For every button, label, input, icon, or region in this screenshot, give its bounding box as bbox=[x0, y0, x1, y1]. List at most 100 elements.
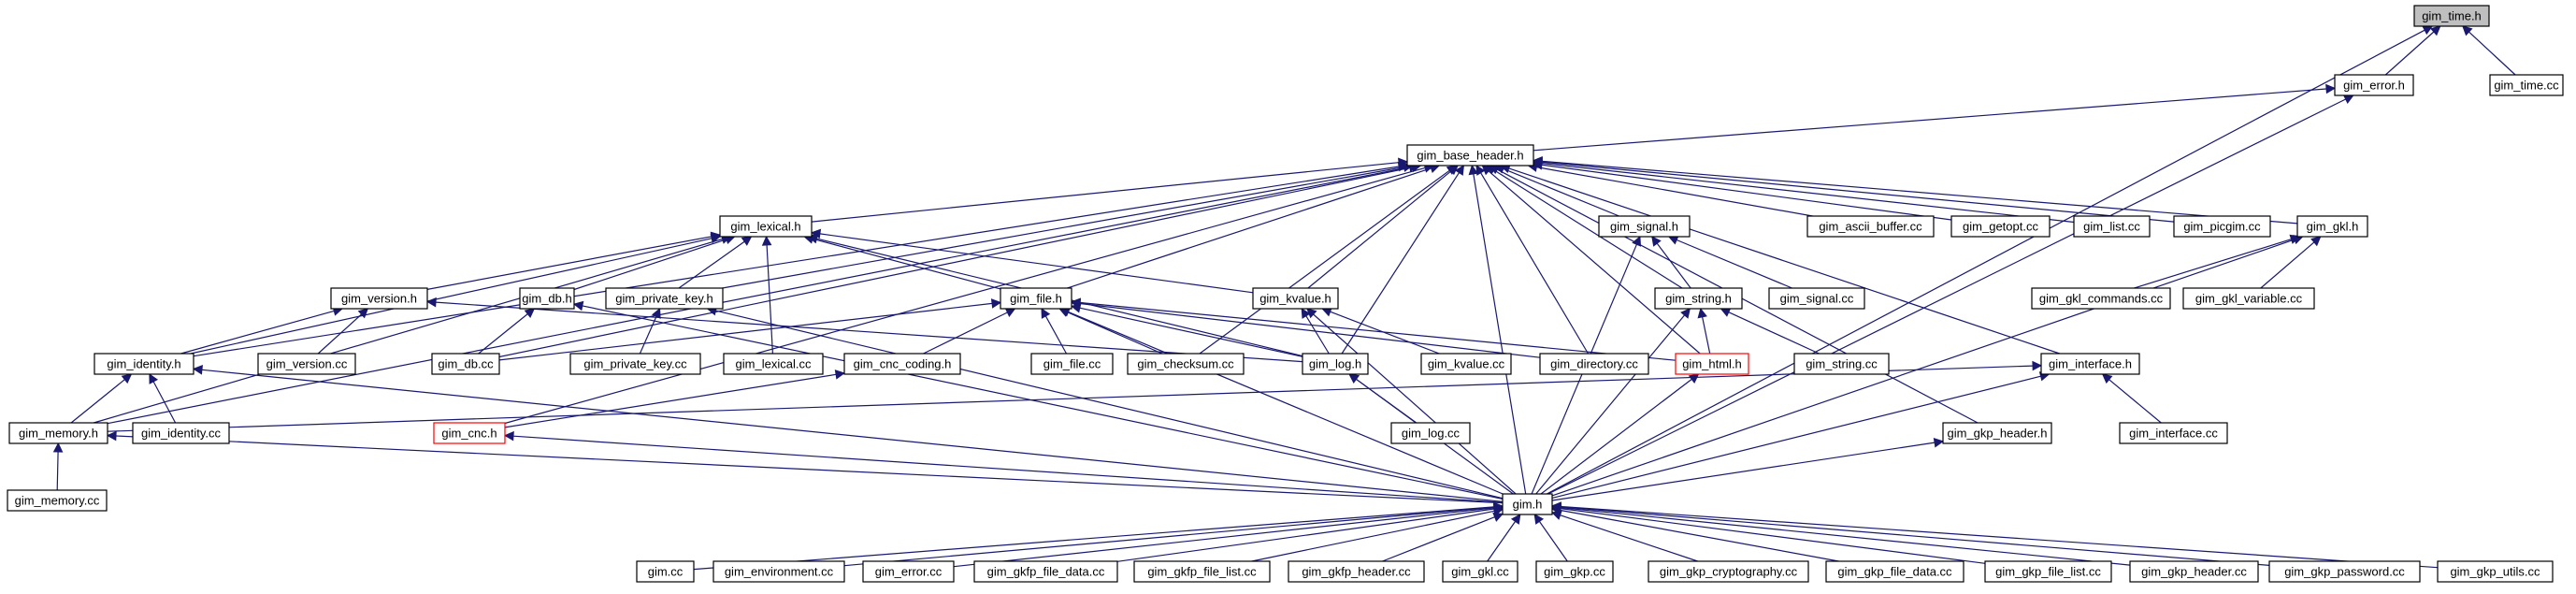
arrowhead-gim_h bbox=[1550, 501, 1561, 512]
node-gim-getopt-cc[interactable]: gim_getopt.cc bbox=[1950, 215, 2051, 238]
node-gim-db-cc[interactable]: gim_db.cc bbox=[431, 353, 500, 375]
edge-gim_error_h-to-gim_time_h bbox=[2384, 31, 2435, 76]
node-gim-version-h[interactable]: gim_version.h bbox=[330, 287, 428, 310]
node-label: gim_cnc_coding.h bbox=[854, 357, 952, 371]
edge-gim_base_header_h-to-gim_error_h bbox=[1533, 88, 2327, 152]
node-gim-gkfp-header-cc[interactable]: gim_gkfp_header.cc bbox=[1288, 560, 1425, 583]
edge-gim_db_h-to-gim_lexical_h bbox=[573, 239, 727, 291]
edge-gim_h-to-gim_identity_h bbox=[201, 369, 1504, 502]
node-gim-h[interactable]: gim.h bbox=[1502, 493, 1553, 515]
node-gim-time-cc[interactable]: gim_time.cc bbox=[2489, 74, 2564, 96]
node-gim-log-cc[interactable]: gim_log.cc bbox=[1390, 422, 1471, 444]
node-gim-lexical-h[interactable]: gim_lexical.h bbox=[719, 215, 813, 238]
node-label: gim_version.cc bbox=[266, 357, 348, 371]
node-gim-gkl-h[interactable]: gim_gkl.h bbox=[2296, 215, 2368, 238]
edge-gim_version_h-to-gim_lexical_h bbox=[426, 236, 712, 290]
node-gim-private-key-h[interactable]: gim_private_key.h bbox=[605, 287, 724, 310]
node-gim-picgim-cc[interactable]: gim_picgim.cc bbox=[2173, 215, 2271, 238]
node-gim-ascii-buffer-cc[interactable]: gim_ascii_buffer.cc bbox=[1806, 215, 1935, 238]
node-gim-file-h[interactable]: gim_file.h bbox=[1000, 287, 1072, 310]
node-gim-environment-cc[interactable]: gim_environment.cc bbox=[712, 560, 845, 583]
node-box bbox=[1030, 353, 1114, 375]
node-gim-gkfp-file-data-cc[interactable]: gim_gkfp_file_data.cc bbox=[973, 560, 1118, 583]
edge-gim_h-to-gim_cnc_h bbox=[512, 435, 1504, 503]
edge-gim_picgim_cc-to-gim_base_header_h bbox=[1541, 161, 2175, 223]
node-gim-string-cc[interactable]: gim_string.cc bbox=[1793, 353, 1890, 375]
node-label: gim_kvalue.cc bbox=[1428, 357, 1505, 371]
node-gim-file-cc[interactable]: gim_file.cc bbox=[1030, 353, 1114, 375]
edge-gim_checksum_cc-to-gim_file_h bbox=[1067, 311, 1163, 355]
node-gim-interface-h[interactable]: gim_interface.h bbox=[2040, 353, 2140, 375]
edge-gim_memory_h-to-gim_base_header_h bbox=[107, 167, 1410, 425]
node-gim-version-cc[interactable]: gim_version.cc bbox=[257, 353, 356, 375]
node-gim-cnc-h[interactable]: gim_cnc.h bbox=[433, 422, 506, 444]
node-gim-db-h[interactable]: gim_db.h bbox=[519, 287, 575, 310]
node-box bbox=[2437, 560, 2554, 583]
node-label: gim_interface.cc bbox=[2129, 427, 2218, 441]
node-gim-list-cc[interactable]: gim_list.cc bbox=[2073, 215, 2151, 238]
node-gim-cnc-coding-h[interactable]: gim_cnc_coding.h bbox=[843, 353, 961, 375]
node-box bbox=[973, 560, 1118, 583]
node-gim-kvalue-h[interactable]: gim_kvalue.h bbox=[1252, 287, 1339, 310]
edge-gim_lexical_h-to-gim_base_header_h bbox=[811, 162, 1400, 223]
node-gim-log-h[interactable]: gim_log.h bbox=[1302, 353, 1369, 375]
node-gim-error-cc[interactable]: gim_error.cc bbox=[862, 560, 955, 583]
node-gim-lexical-cc[interactable]: gim_lexical.cc bbox=[723, 353, 824, 375]
node-gim-memory-h[interactable]: gim_memory.h bbox=[8, 422, 108, 444]
node-label: gim_db.h bbox=[522, 292, 571, 306]
node-label: gim_checksum.cc bbox=[1137, 357, 1234, 371]
node-label: gim_private_key.cc bbox=[583, 357, 687, 371]
node-box bbox=[605, 287, 724, 310]
node-box bbox=[2182, 287, 2315, 310]
node-gim-signal-cc[interactable]: gim_signal.cc bbox=[1768, 287, 1865, 310]
edge-gim_html_h-to-gim_base_header_h bbox=[1488, 170, 1701, 355]
node-label: gim_log.cc bbox=[1402, 427, 1461, 441]
node-gim-identity-cc[interactable]: gim_identity.cc bbox=[132, 422, 230, 444]
node-gim-string-h[interactable]: gim_string.h bbox=[1654, 287, 1743, 310]
node-gim-gkl-variable-cc[interactable]: gim_gkl_variable.cc bbox=[2182, 287, 2315, 310]
node-gim-gkp-password-cc[interactable]: gim_gkp_password.cc bbox=[2268, 560, 2421, 583]
node-gim-identity-h[interactable]: gim_identity.h bbox=[94, 353, 194, 375]
edge-gim_h-to-gim_memory_h bbox=[115, 435, 1504, 504]
arrowhead-gim_string_h bbox=[1697, 307, 1707, 319]
node-box bbox=[1390, 422, 1471, 444]
node-gim-gkp-cc[interactable]: gim_gkp.cc bbox=[1535, 560, 1614, 583]
node-gim-signal-h[interactable]: gim_signal.h bbox=[1598, 215, 1691, 238]
node-gim-gkp-cryptography-cc[interactable]: gim_gkp_cryptography.cc bbox=[1648, 560, 1809, 583]
node-gim-gkp-file-list-cc[interactable]: gim_gkp_file_list.cc bbox=[1984, 560, 2112, 583]
node-gim-gkp-header-h[interactable]: gim_gkp_header.h bbox=[1942, 422, 2052, 444]
node-gim-directory-cc[interactable]: gim_directory.cc bbox=[1539, 353, 1649, 375]
edge-gim_private_key_cc-to-gim_private_key_h bbox=[639, 315, 657, 355]
node-gim-base-header-h[interactable]: gim_base_header.h bbox=[1406, 144, 1534, 167]
edge-gim_kvalue_h-to-gim_lexical_h bbox=[819, 233, 1254, 294]
node-gim-html-h[interactable]: gim_html.h bbox=[1675, 353, 1749, 375]
arrowhead-gim_error_h bbox=[2325, 83, 2337, 94]
edge-gim_kvalue_cc-to-gim_kvalue_h bbox=[1330, 311, 1440, 355]
edge-gim_gkl_h-to-gim_base_header_h bbox=[1541, 160, 2298, 225]
node-gim-memory-cc[interactable]: gim_memory.cc bbox=[7, 489, 108, 512]
arrowhead-gim_interface_h bbox=[2032, 360, 2043, 371]
node-label: gim_kvalue.h bbox=[1259, 292, 1331, 306]
edge-gim_gkp_utils_cc-to-gim_h bbox=[1560, 505, 2439, 569]
node-gim-gkp-header-cc[interactable]: gim_gkp_header.cc bbox=[2129, 560, 2259, 583]
node-gim-gkp-file-data-cc[interactable]: gim_gkp_file_data.cc bbox=[1825, 560, 1964, 583]
edge-gim_gkfp_file_list_cc-to-gim_h bbox=[1251, 510, 1495, 562]
node-gim-gkp-utils-cc[interactable]: gim_gkp_utils.cc bbox=[2437, 560, 2554, 583]
edge-gim_checksum_cc-to-gim_base_header_h bbox=[1199, 169, 1450, 355]
arrowhead-gim_html_h bbox=[1688, 373, 1700, 384]
node-gim-private-key-cc[interactable]: gim_private_key.cc bbox=[569, 353, 701, 375]
node-gim-gkl-cc[interactable]: gim_gkl.cc bbox=[1442, 560, 1518, 583]
node-box bbox=[1539, 353, 1649, 375]
node-box bbox=[1302, 353, 1369, 375]
node-gim-gkl-commands-cc[interactable]: gim_gkl_commands.cc bbox=[2031, 287, 2171, 310]
node-gim-time-h[interactable]: gim_time.h bbox=[2413, 5, 2490, 27]
edge-gim_gkp_header_cc-to-gim_h bbox=[1560, 507, 2131, 566]
node-gim-error-h[interactable]: gim_error.h bbox=[2334, 74, 2414, 96]
node-gim-checksum-cc[interactable]: gim_checksum.cc bbox=[1127, 353, 1245, 375]
arrowhead-gim_time_h bbox=[2462, 25, 2473, 36]
node-gim-interface-cc[interactable]: gim_interface.cc bbox=[2119, 422, 2228, 444]
node-gim-gkfp-file-list-cc[interactable]: gim_gkfp_file_list.cc bbox=[1133, 560, 1271, 583]
node-box bbox=[1288, 560, 1425, 583]
node-gim-cc[interactable]: gim.cc bbox=[636, 560, 695, 583]
node-gim-kvalue-cc[interactable]: gim_kvalue.cc bbox=[1420, 353, 1512, 375]
